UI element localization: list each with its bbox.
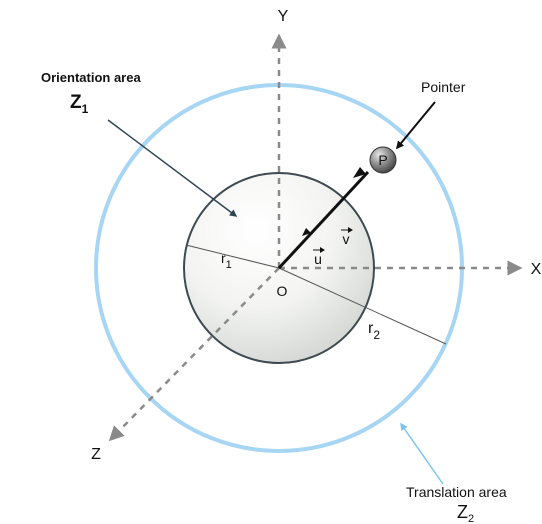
translation-area-callout-arrow <box>400 422 444 485</box>
translation-area-title: Translation area <box>406 484 507 500</box>
vector-u-overarrow-head <box>320 247 325 253</box>
axis-x-label: X <box>531 261 542 278</box>
pointer-label: Pointer <box>421 79 466 95</box>
vector-v-label: v <box>343 231 350 247</box>
v-arrowhead <box>353 167 366 178</box>
radius-r1-line <box>185 244 280 269</box>
pointer-ball-label: P <box>378 152 387 168</box>
orientation-area-symbol: Z1 <box>70 92 89 116</box>
orientation-area-symbol-sub: 1 <box>82 102 89 116</box>
translation-area-symbol-sub: 2 <box>468 513 474 524</box>
radius-r2-label: r2 <box>368 320 380 342</box>
radius-r1-label: r1 <box>221 250 232 271</box>
vector-v-overarrow-head <box>348 227 353 233</box>
z-axis <box>108 267 280 442</box>
u-arrowhead <box>302 228 311 236</box>
orientation-area-callout-arrow <box>107 119 238 217</box>
translation-area-symbol: Z2 <box>457 502 474 524</box>
orientation-area-symbol-main: Z <box>70 92 82 113</box>
direction-vector-line <box>277 170 370 270</box>
origin-label: O <box>277 283 288 299</box>
axis-z-label: Z <box>91 446 101 463</box>
pointer-callout-arrow <box>395 101 436 150</box>
axis-y-label: Y <box>278 8 289 25</box>
r2-sub: 2 <box>373 328 380 342</box>
radius-r2-line <box>278 267 447 345</box>
r2-main: r <box>368 320 374 337</box>
pointer-ball <box>369 146 397 174</box>
translation-area-symbol-main: Z <box>457 502 468 522</box>
orientation-area-title: Orientation area <box>41 70 141 85</box>
r1-main: r <box>221 250 226 266</box>
r1-sub: 1 <box>226 259 232 271</box>
vector-u-label: u <box>314 251 322 267</box>
